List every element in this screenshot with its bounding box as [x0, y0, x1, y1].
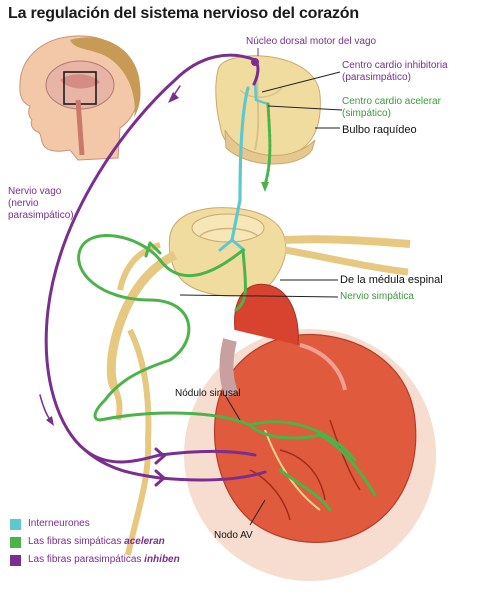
heart-icon	[184, 283, 436, 581]
label-vago-line2: (nervio	[8, 198, 39, 209]
legend-swatch-cyan	[10, 519, 21, 530]
label-centro-acelerar-line1: Centro cardio acelerar	[342, 96, 441, 107]
label-medula: De la médula espinal	[340, 274, 443, 286]
label-centro-acelerar-line2: (simpático)	[342, 108, 391, 119]
label-centro-inhibitoria-line1: Centro cardio inhibitoria	[342, 60, 448, 71]
head-profile-icon	[19, 35, 141, 161]
sympathetic-pathway	[77, 102, 377, 512]
label-vago-line3: parasimpático)	[8, 210, 74, 221]
legend-text: Las fibras simpáticas aceleran	[28, 536, 165, 547]
legend-text: Las fibras parasimpáticas inhiben	[28, 554, 180, 565]
interneuron-pathway	[218, 80, 270, 252]
label-bulbo: Bulbo raquídeo	[342, 124, 417, 136]
label-nodulo-sinusal: Nódulo sinusal	[175, 388, 241, 399]
legend-text: Interneurones	[28, 518, 90, 529]
legend-swatch-purple	[10, 555, 21, 566]
legend-swatch-green	[10, 537, 21, 548]
parasympathetic-pathway	[39, 53, 267, 487]
label-nervio-simpatica: Nervio simpática	[340, 291, 414, 302]
leader-lines	[179, 48, 343, 526]
label-centro-inhibitoria-line2: (parasimpático)	[342, 72, 411, 83]
label-nodo-av: Nodo AV	[214, 530, 253, 541]
label-vago-line1: Nervio vago	[8, 186, 62, 197]
label-nucleo-dorsal: Núcleo dorsal motor del vago	[246, 36, 377, 47]
diagram-title: La regulación del sistema nervioso del c…	[8, 5, 359, 22]
